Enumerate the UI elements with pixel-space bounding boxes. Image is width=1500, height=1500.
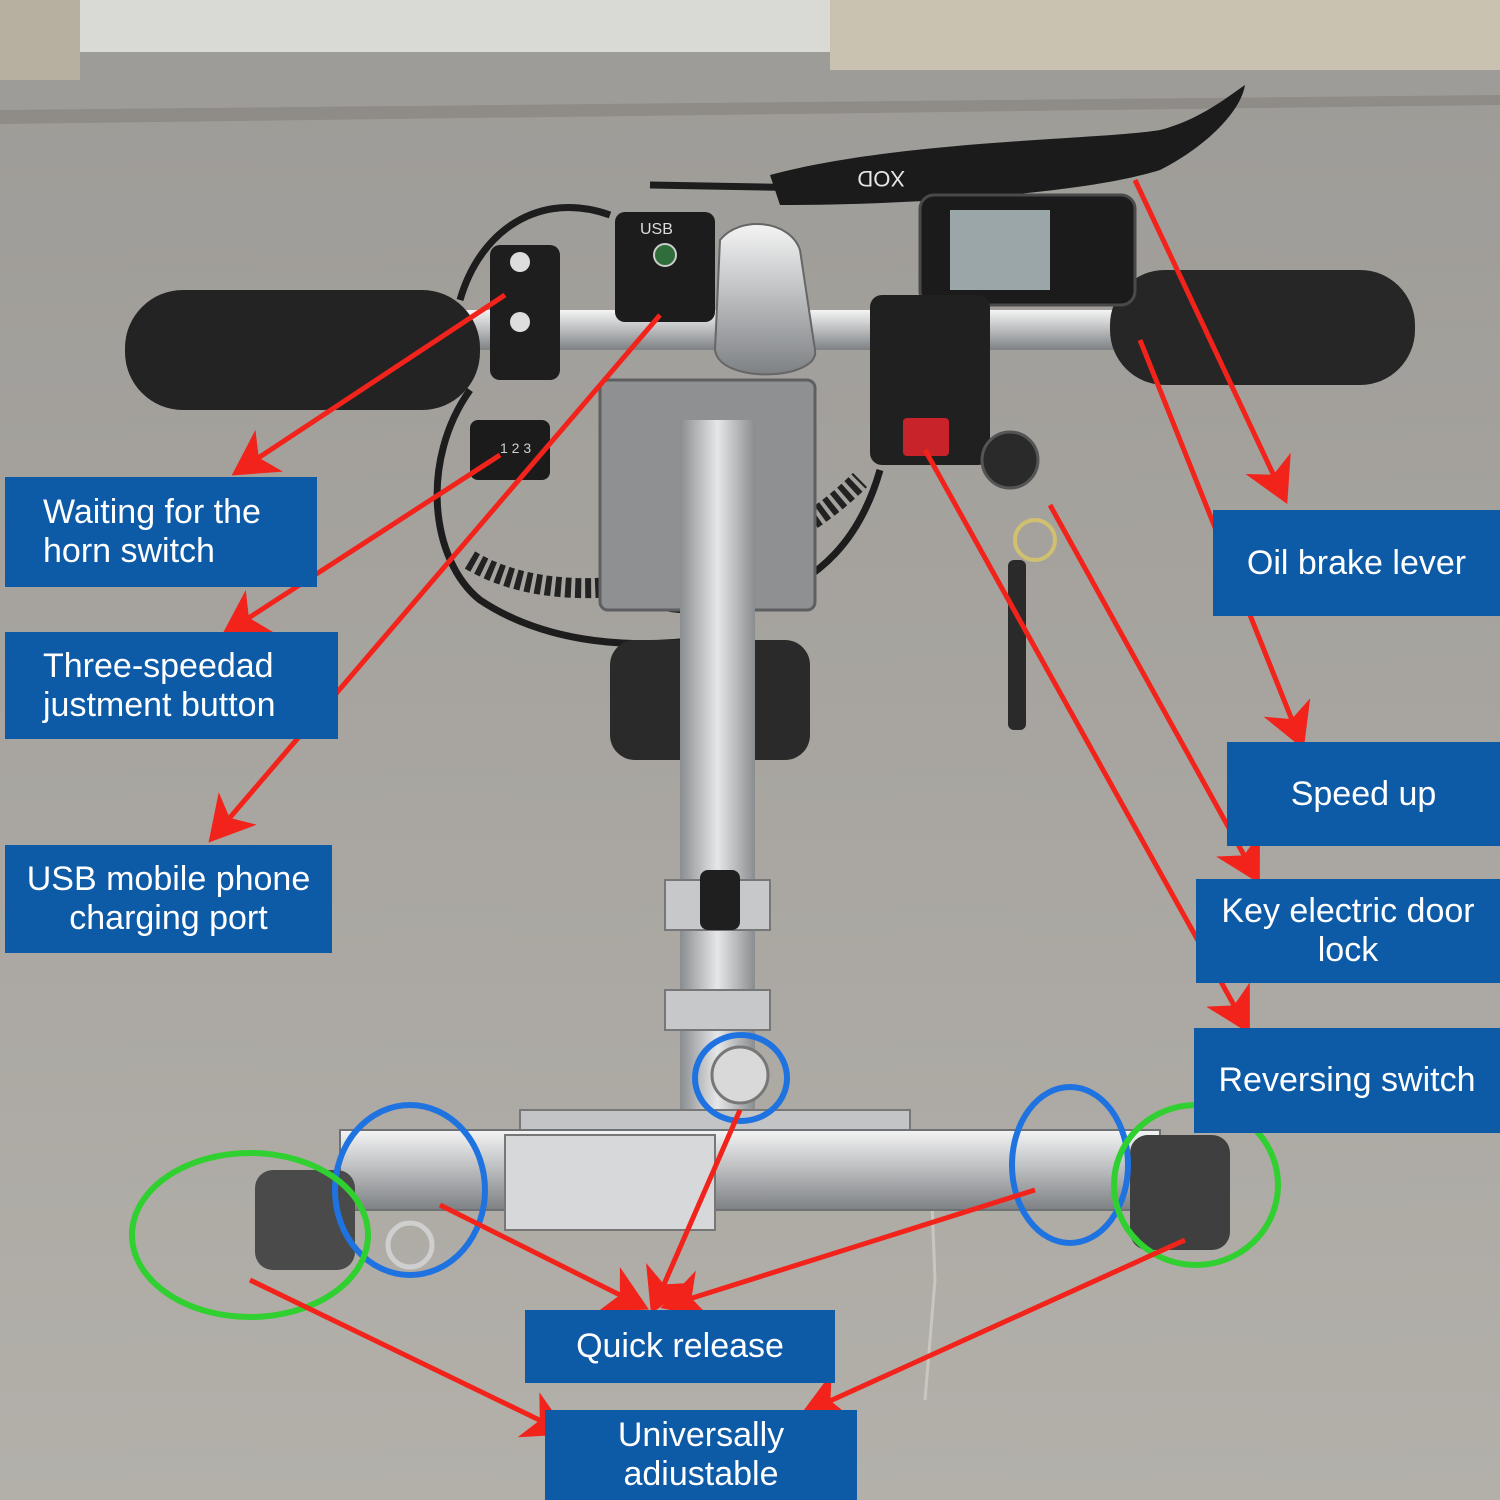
crossbar — [339, 1129, 1161, 1211]
arrow-horn — [231, 292, 507, 476]
label-horn-switch: Waiting for the horn switch — [5, 477, 317, 587]
frame-tube — [680, 420, 755, 1140]
arrow-qr-right — [660, 1187, 1036, 1319]
label-three-speed: Three-speedad justment button — [5, 632, 338, 739]
arrow-key-lock — [1047, 503, 1260, 884]
quick-release-circle-top — [692, 1032, 790, 1124]
label-usb-port: USB mobile phone charging port — [5, 845, 332, 953]
right-grip — [1110, 270, 1415, 385]
adjustable-circle-left — [129, 1150, 371, 1320]
brake-brand: XOD — [857, 166, 905, 191]
callout-arrows — [208, 178, 1311, 1438]
left-pillar — [0, 0, 80, 80]
frame-clamp-2 — [664, 989, 771, 1031]
quick-release-circle-right — [1009, 1084, 1131, 1246]
horn-button — [510, 252, 530, 272]
arrow-oil-brake — [1132, 178, 1291, 505]
arrow-qr-left — [438, 1202, 649, 1312]
garage-door — [80, 0, 830, 52]
arrow-reversing — [922, 448, 1250, 1034]
back-wall — [830, 0, 1500, 70]
quick-release-pin — [710, 1045, 770, 1105]
right-clamp — [1130, 1135, 1230, 1250]
key-ring — [1013, 518, 1057, 562]
gear-indicator: 1 2 3 — [500, 440, 531, 456]
key-lock — [980, 430, 1040, 490]
label-universal: Universally adiustable — [545, 1410, 857, 1500]
arrow-usb — [208, 313, 662, 843]
left-grip — [125, 290, 480, 410]
label-quick-release: Quick release — [525, 1310, 835, 1383]
label-speed-up: Speed up — [1227, 742, 1500, 846]
brake-lever — [770, 85, 1245, 205]
frame-slot — [700, 870, 740, 930]
label-key-lock: Key electric door lock — [1196, 879, 1500, 983]
key — [1008, 560, 1026, 730]
left-clamp — [255, 1170, 355, 1270]
compass — [653, 243, 677, 267]
usb-module-label: USB — [640, 221, 673, 238]
arrow-three-speed — [221, 452, 502, 636]
left-pin-ring — [385, 1220, 435, 1270]
reversing-switch — [903, 418, 949, 456]
quick-release-circle-left — [332, 1102, 488, 1278]
curb — [0, 95, 1500, 124]
stem — [713, 223, 817, 376]
arrow-univ-right — [800, 1237, 1187, 1419]
light-button — [510, 312, 530, 332]
lcd-screen — [950, 210, 1050, 290]
arrow-univ-left — [248, 1277, 570, 1438]
control-cluster — [870, 295, 990, 465]
label-reversing: Reversing switch — [1194, 1028, 1500, 1133]
crossbar-center — [504, 1134, 716, 1231]
horn-switch-housing — [490, 245, 560, 380]
mount-highlights — [129, 1032, 1281, 1320]
label-oil-brake: Oil brake lever — [1213, 510, 1500, 616]
